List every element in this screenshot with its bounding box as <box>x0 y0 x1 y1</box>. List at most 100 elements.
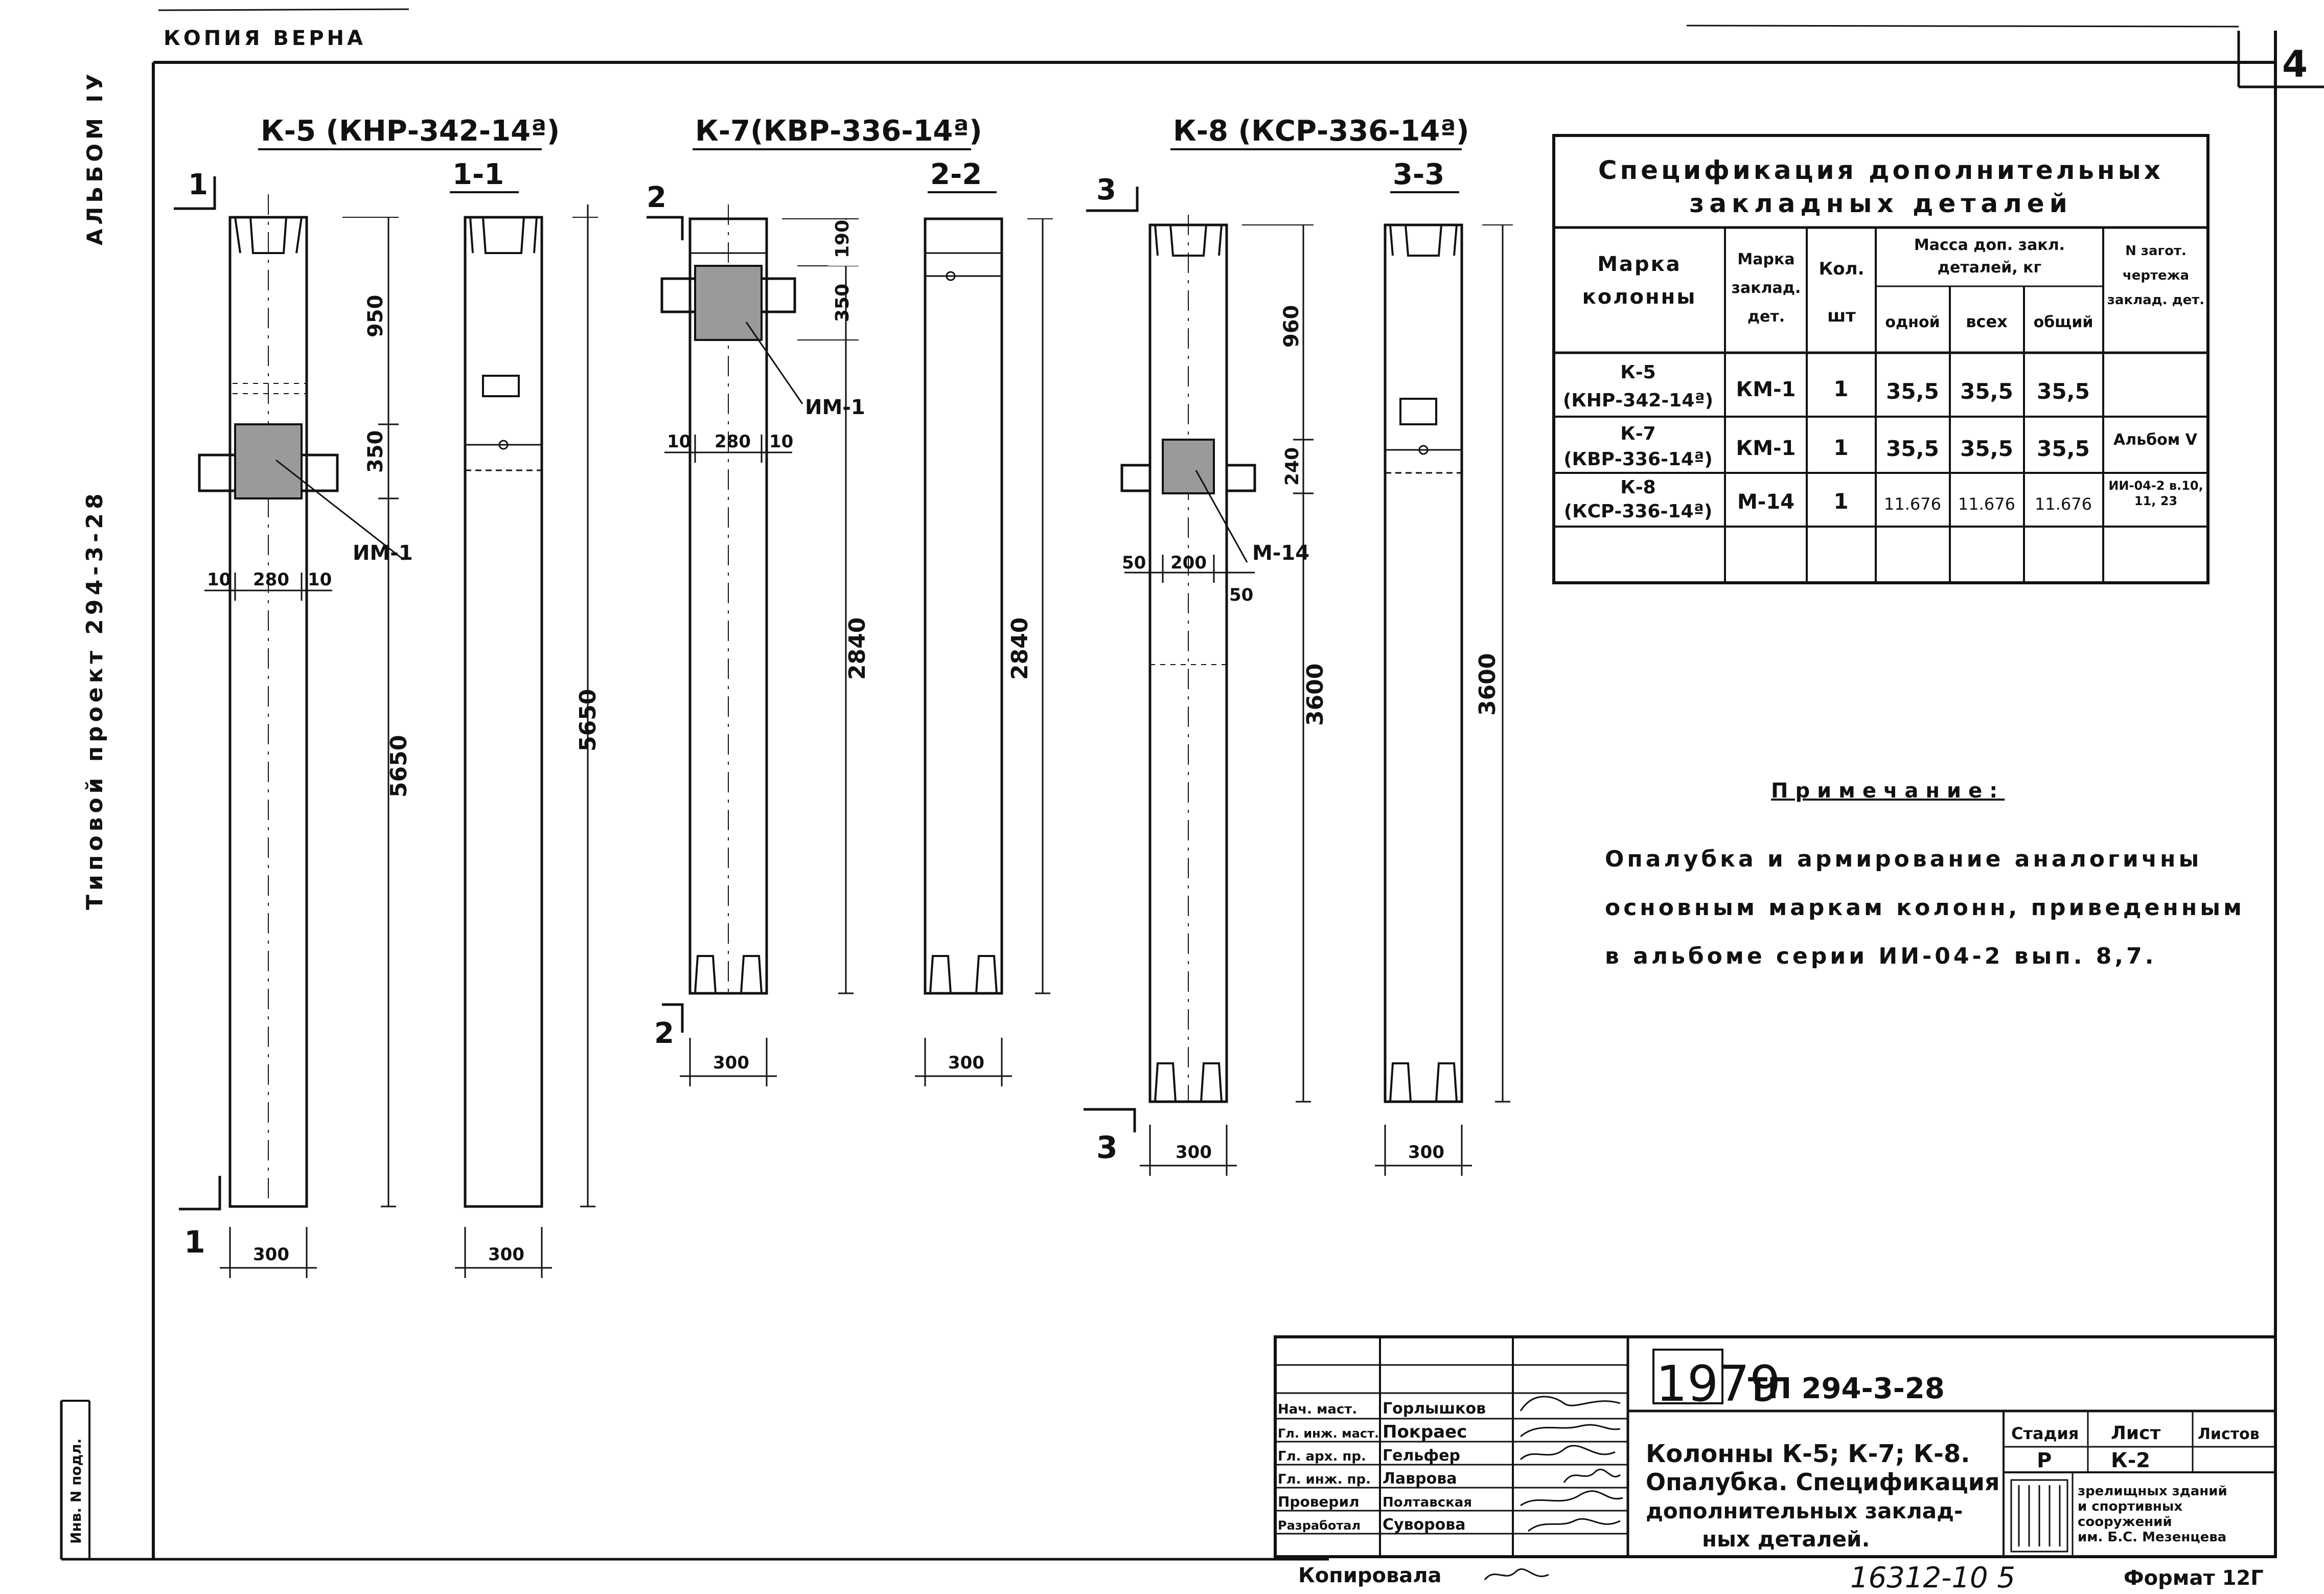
cut-mark-top: 2 <box>647 181 666 214</box>
header-mark: Марка колонны <box>1582 253 1697 309</box>
title-name-line: ных деталей. <box>1702 1527 1870 1552</box>
org-line: им. Б.С. Мезенцева <box>2078 1530 2226 1545</box>
sheet-value: К-2 <box>2111 1449 2150 1472</box>
dim-part-left: 50 <box>1122 553 1146 573</box>
dim-mid: 240 <box>1282 447 1303 486</box>
staff-role: Гл. инж. пр. <box>1278 1472 1371 1487</box>
staff-name: Суворова <box>1383 1516 1465 1534</box>
staff-name: Лаврова <box>1383 1470 1457 1488</box>
row-drawing: ИИ-04-2 в.10, 11, 23 <box>2108 479 2203 508</box>
inv-label: Инв. N подл. <box>67 1439 84 1544</box>
cut-mark-bottom: 2 <box>654 1017 674 1050</box>
album-label: АЛЬБОМ IУ <box>82 70 107 245</box>
header-mass-one: одной <box>1885 313 1940 331</box>
header-mass-all: всех <box>1966 312 2008 331</box>
row-embed: М-14 <box>1737 490 1794 514</box>
dim-part-mid: 280 <box>715 431 751 452</box>
embedded-plate <box>234 423 303 499</box>
row-mark-line1: К-7 <box>1620 423 1655 444</box>
row-mark-line2: (КНР-342-14ª) <box>1563 390 1713 411</box>
sheet-frame <box>60 8 2324 1561</box>
row-mass-all: 11.676 <box>1958 494 2015 514</box>
row-mark-line2: (КВР-336-14ª) <box>1563 449 1713 470</box>
sheet-number: 4 <box>2282 42 2308 85</box>
row-qty: 1 <box>1833 435 1848 460</box>
row-mark-line1: К-8 <box>1620 477 1655 498</box>
signatures <box>1520 1396 1623 1532</box>
section-body <box>464 216 543 1208</box>
dim-top: 960 <box>1280 305 1303 348</box>
section-body <box>924 217 1003 995</box>
sheets-label: Листов <box>2198 1425 2260 1443</box>
table-row: К-7 (КВР-336-14ª) КМ-1 1 35,5 35,5 35,5 … <box>1563 423 2198 470</box>
copy-stamp: КОПИЯ ВЕРНА <box>164 27 366 50</box>
project-code: ТП 294-3-28 <box>1748 1372 1945 1405</box>
note-line: основным маркам колонн, приведенным <box>1605 895 2245 921</box>
cut-mark-top: 1 <box>188 168 208 201</box>
section-dim-total: 3600 <box>1475 653 1501 716</box>
staff-role: Проверил <box>1278 1493 1360 1510</box>
section-label: 3-3 <box>1393 158 1444 191</box>
dim-part-mid: 280 <box>253 570 289 590</box>
section-dim-width: 300 <box>488 1244 524 1265</box>
title-name-line: Колонны К-5; К-7; К-8. <box>1646 1440 1970 1468</box>
section-body <box>1384 223 1463 1103</box>
note-line: Опалубка и армирование аналогичны <box>1605 846 2202 872</box>
staff-name: Полтавская <box>1383 1495 1472 1510</box>
dim-total: 5650 <box>386 735 412 798</box>
row-mass-total: 35,5 <box>2037 379 2090 404</box>
dim-top: 190 <box>832 220 853 258</box>
column-title: К-5 (КНР-342-14ª) <box>261 115 560 148</box>
sheet-label: Лист <box>2111 1423 2160 1444</box>
row-qty: 1 <box>1833 489 1848 514</box>
dim-width: 300 <box>253 1244 289 1265</box>
dim-part-right: 10 <box>308 570 332 590</box>
header-drawing-no: N загот. чертежа заклад. дет. <box>2107 243 2205 308</box>
cut-mark-bottom: 1 <box>184 1224 205 1260</box>
project-label: Типовой проект 294-3-28 <box>82 489 108 910</box>
stage-label: Стадия <box>2011 1424 2079 1443</box>
dim-part-left: 10 <box>207 570 231 590</box>
dim-part-right: 10 <box>769 431 793 452</box>
spec-table: Спецификация дополнительных закладных де… <box>1552 134 2210 584</box>
dim-total: 3600 <box>1302 664 1328 726</box>
row-qty: 1 <box>1833 376 1848 401</box>
staff-role: Гл. арх. пр. <box>1278 1449 1366 1464</box>
section-dim-total: 2840 <box>1007 618 1033 680</box>
row-embed: КМ-1 <box>1736 378 1796 401</box>
table-row: К-5 (КНР-342-14ª) КМ-1 1 35,5 35,5 35,5 <box>1563 362 2090 411</box>
section-label: 1-1 <box>452 158 504 191</box>
column-k5: К-5 (КНР-342-14ª) 1 1 ИМ-1 950 350 5650 … <box>174 115 601 1278</box>
staff-role: Гл. инж. маст. <box>1278 1426 1379 1441</box>
anchor-label: М-14 <box>1252 541 1309 565</box>
row-mass-all: 35,5 <box>1960 379 2013 404</box>
staff-name: Горлышков <box>1383 1400 1486 1418</box>
format-label: Формат 12Г <box>2124 1566 2264 1590</box>
title-block: 1979 ТП 294-3-28 Колонны К-5; К-7; К-8. … <box>1274 1335 2277 1594</box>
note: Примечание: Опалубка и армирование анало… <box>1605 779 2245 969</box>
row-mass-one: 11.676 <box>1884 494 1941 514</box>
dim-width: 300 <box>1176 1142 1212 1163</box>
dim-part-right: 50 <box>1229 585 1253 605</box>
anchor-label: ИМ-1 <box>805 396 865 419</box>
staff-role: Разработал <box>1278 1518 1361 1533</box>
embedded-plate <box>1162 439 1215 494</box>
row-mark-line1: К-5 <box>1620 362 1655 383</box>
project-year: 1979 <box>1656 1355 1781 1413</box>
spec-title-line2: закладных деталей <box>1689 189 2072 218</box>
dim-part-mid: 200 <box>1170 553 1207 573</box>
dim-part-left: 10 <box>667 431 691 452</box>
column-k7: К-7(КВР-336-14ª) 2 2 ИМ-1 190 350 2840 1… <box>647 115 1053 1086</box>
row-mark-line2: (КСР-336-14ª) <box>1564 501 1713 522</box>
row-mass-total: 11.676 <box>2035 494 2092 514</box>
section-label: 2-2 <box>930 158 982 191</box>
org-line: зрелищных зданий <box>2078 1484 2227 1499</box>
table-row: К-8 (КСР-336-14ª) М-14 1 11.676 11.676 1… <box>1564 477 2203 522</box>
note-heading: Примечание: <box>1771 779 2005 803</box>
header-embed-mark: Марка заклад. дет. <box>1731 251 1801 326</box>
copier-signature <box>1484 1568 1549 1580</box>
staff-role: Нач. маст. <box>1278 1402 1357 1417</box>
footer-number: 16312-10 5 <box>1850 1561 2015 1594</box>
row-mass-one: 35,5 <box>1886 379 1939 404</box>
